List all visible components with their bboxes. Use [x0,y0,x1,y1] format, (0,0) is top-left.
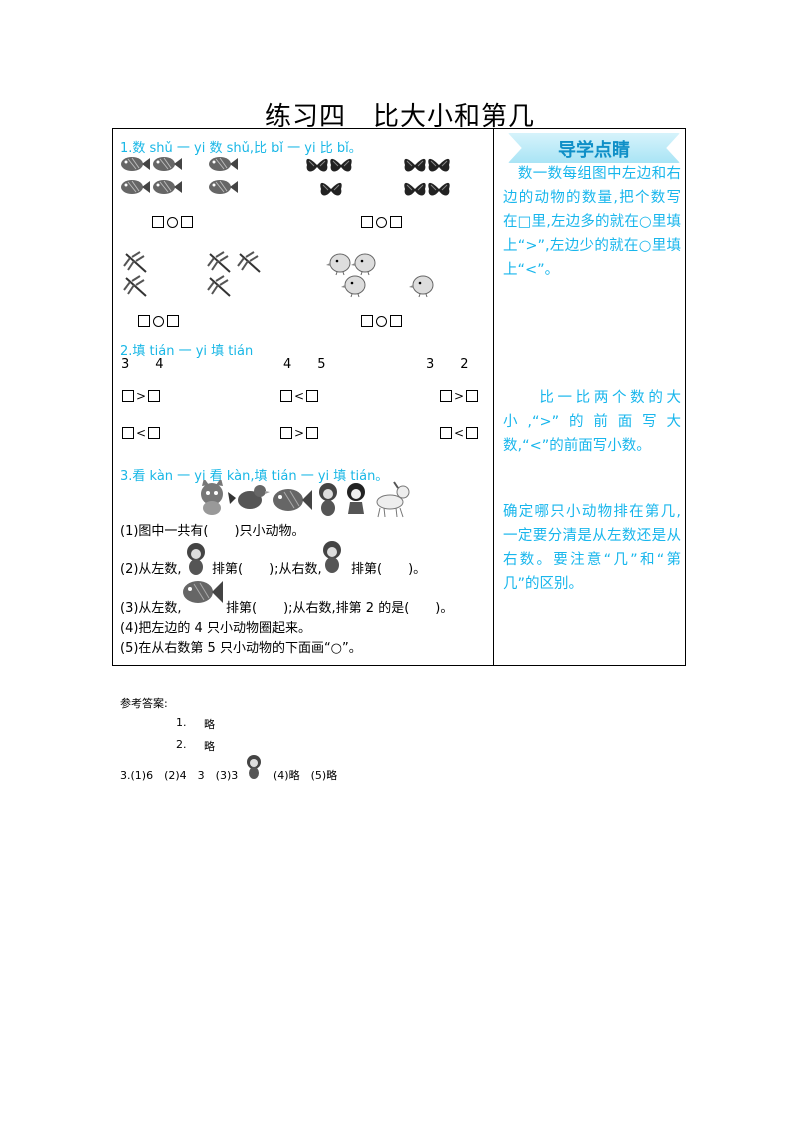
q1-heading: 1.数 shǔ 一 yi 数 shǔ,比 bǐ 一 yi 比 bǐ。 [120,141,362,156]
answer-1-num: 1. [176,716,187,729]
monkey-icon [244,754,264,780]
monkey-icon [319,540,345,574]
compare-fish[interactable] [152,214,193,230]
compare-dragonfly[interactable] [138,313,179,329]
animal-row [198,480,413,518]
butterfly-icon [305,155,465,201]
page-title: 练习四 比大小和第几 [264,102,535,132]
fish-icon [273,489,312,511]
tip-3: 确定哪只小动物排在第几,一定要分清是从左数还是从右数。要注意“几”和“第几”的区… [503,504,681,592]
answer-2-num: 2. [176,738,187,751]
fish-icon [120,155,240,199]
dragonfly-icon [120,250,270,300]
fish-icon [181,576,225,608]
q3-line2-c: 排第( )。 [351,562,427,577]
answer-2: 略 [204,740,215,753]
compare-chick[interactable] [361,313,402,329]
fill-row2-1[interactable]: < [122,425,161,441]
q3-heading: 3.看 kàn 一 yi 看 kàn,填 tián 一 yi 填 tián。 [120,469,389,484]
tip-banner [508,133,680,163]
chick-icon [326,250,441,300]
q3-line1: (1)图中一共有( )只小动物。 [120,524,305,539]
q3-line2-a: (2)从左数, [120,562,182,577]
fill-row1-2[interactable]: < [280,388,319,404]
fill-row2-2[interactable]: > [280,425,319,441]
exercise-table [112,128,686,666]
fill-row2-3[interactable]: < [440,425,479,441]
column-divider [493,128,494,666]
bird-icon [228,485,270,509]
monkey-icon [319,483,337,516]
compare-butterfly[interactable] [361,214,402,230]
q3-line4: (4)把左边的 4 只小动物圈起来。 [120,621,311,636]
answer-3-a: 3.(1)6 (2)4 3 (3)3 [120,769,239,782]
answer-3-b: (4)略 (5)略 [273,769,338,782]
fill-row1-1[interactable]: > [122,388,161,404]
answers-label: 参考答案: [120,697,168,710]
q3-line3-b: 排第( );从右数,排第 2 的是( )。 [226,601,454,616]
girl-icon [347,483,365,514]
tip-2: 比一比两个数的大小,“>”的前面写大数,“<”的前面写小数。 [503,390,681,454]
fill-row1-3[interactable]: > [440,388,479,404]
tip-1: 数一数每组图中左边和右边的动物的数量,把个数写在□里,左边多的就在○里填上“>”… [503,166,681,278]
q2-heading: 2.填 tián 一 yi 填 tián [120,344,254,359]
q3-line5: (5)在从右数第 5 只小动物的下面画“○”。 [120,641,362,656]
answer-1: 略 [204,718,215,731]
cat-icon [201,480,223,515]
q3-line2-b: 排第( );从右数, [212,562,322,577]
horse-icon [376,481,410,518]
tip-title: 导学点睛 [558,140,630,161]
q3-line3-a: (3)从左数, [120,601,182,616]
monkey-icon [183,542,209,576]
